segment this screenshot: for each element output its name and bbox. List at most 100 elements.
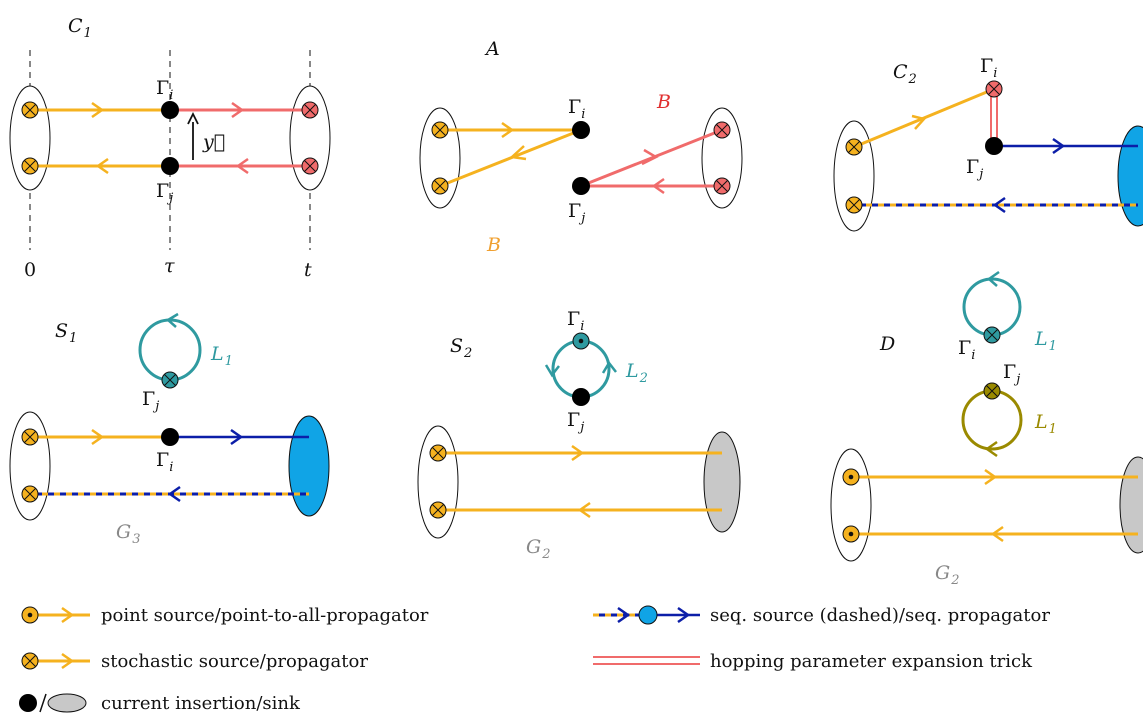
point-source-icon: [572, 332, 590, 350]
arrow-right-icon: [1052, 137, 1066, 155]
d-gamma-j: Γj: [1003, 361, 1020, 387]
s2-g-label: G2: [526, 536, 550, 562]
sink-ellipse: [289, 85, 331, 191]
a-b-orange-label: B: [486, 234, 501, 256]
s1-title: S1: [55, 320, 77, 346]
c1-y-label: y⃗: [202, 131, 225, 153]
loop: [138, 318, 202, 382]
arrow-up-icon: [601, 360, 617, 374]
stochastic-source-icon: [429, 501, 447, 519]
arrow-left-icon: [509, 145, 527, 161]
d-gamma-i: Γi: [958, 337, 975, 363]
s2-gamma-j: Γj: [567, 409, 584, 435]
arrow-left-icon: [651, 177, 665, 195]
d-loop1-label: L1: [1034, 328, 1057, 354]
arrow-right-icon: [501, 121, 515, 139]
diagram-d: D Γi L1 Γj L1 G2: [830, 270, 1143, 588]
s1-gamma-j: Γj: [142, 388, 159, 414]
sink-ellipse: [1119, 456, 1143, 554]
c2-gamma-i: Γi: [980, 55, 997, 81]
arrow-right-icon: [984, 468, 998, 486]
diagram-s1: S1 L1 Γj Γi G3: [9, 312, 330, 547]
legend: point source/point-to-all-propagator sto…: [19, 605, 1050, 714]
current-insertion-j: [985, 137, 1003, 155]
legend-hopping-symbol: [593, 656, 700, 665]
source-ellipse: [417, 425, 459, 539]
legend-current-label: current insertion/sink: [101, 693, 301, 714]
stochastic-source-icon: [431, 121, 449, 139]
stochastic-source-icon: [983, 382, 1001, 400]
c2-gamma-j: Γj: [966, 156, 983, 182]
arrow-left-icon: [95, 157, 109, 175]
diagram-s2: S2 Γi Γj L2 G2: [417, 308, 741, 562]
arrow-left-icon: [577, 501, 591, 519]
legend-current-symbol: [19, 693, 87, 713]
source-ellipse: [9, 411, 51, 521]
arrow-left-icon: [235, 157, 249, 175]
arrow-right-icon: [231, 101, 245, 119]
a-gamma-i: Γi: [568, 96, 585, 122]
stochastic-source-icon: [713, 121, 731, 139]
stochastic-source-icon: [21, 428, 39, 446]
source-ellipse: [9, 85, 51, 191]
arrow-right-icon: [911, 114, 927, 130]
source-ellipse: [830, 448, 872, 562]
s1-gamma-i: Γi: [156, 449, 173, 475]
arrow-left-icon: [984, 440, 998, 458]
current-insertion-j: [161, 157, 179, 175]
c1-tau-label: τ: [164, 255, 175, 277]
s2-title: S2: [450, 335, 472, 361]
s2-gamma-i: Γi: [567, 308, 584, 334]
stochastic-source-icon: [21, 485, 39, 503]
arrow-left-icon: [986, 270, 1000, 287]
d-g-label: G2: [935, 562, 959, 588]
stochastic-source-icon: [983, 326, 1001, 344]
c1-title: C1: [68, 15, 92, 41]
legend-point-source-symbol: [21, 606, 90, 624]
source-ellipse: [833, 120, 875, 232]
s2-loop-label: L2: [625, 360, 648, 386]
arrow-left-icon: [992, 196, 1006, 214]
arrow-up-icon: [187, 111, 199, 125]
sink-ellipse: [703, 431, 741, 533]
stochastic-source-icon: [845, 138, 863, 156]
diagram-c1: C1 y⃗ Γi: [9, 15, 331, 281]
diagram-c2: C2 Γi Γj: [833, 55, 1143, 232]
legend-hopping-label: hopping parameter expansion trick: [710, 651, 1033, 672]
legend-seq-label: seq. source (dashed)/seq. propagator: [710, 605, 1050, 626]
diagram-a: A Γi Γj B B: [419, 38, 743, 256]
stochastic-source-icon: [301, 157, 319, 175]
current-insertion-i: [572, 121, 590, 139]
d-title: D: [879, 333, 895, 355]
a-title: A: [484, 38, 500, 60]
sink-ellipse: [1117, 125, 1143, 227]
stochastic-source-icon: [429, 444, 447, 462]
current-insertion-i: [161, 428, 179, 446]
point-source-icon: [842, 525, 860, 543]
c1-t0-label: 0: [24, 259, 36, 281]
stochastic-source-icon: [431, 177, 449, 195]
legend-stochastic-label: stochastic source/propagator: [101, 651, 368, 672]
stochastic-source-icon: [845, 196, 863, 214]
c1-gamma-i: Γi: [156, 77, 173, 103]
legend-stochastic-symbol: [21, 652, 90, 670]
arrow-left-icon: [167, 485, 181, 503]
d-loop2-label: L1: [1034, 411, 1057, 437]
current-insertion-j: [572, 388, 590, 406]
point-source-icon: [842, 468, 860, 486]
s1-loop-label: L1: [210, 343, 233, 369]
stochastic-source-icon: [985, 80, 1003, 98]
sink-ellipse: [288, 415, 330, 517]
stochastic-source-icon: [21, 157, 39, 175]
arrow-left-icon: [990, 525, 1004, 543]
arrow-left-icon: [165, 312, 179, 328]
current-insertion-i: [161, 101, 179, 119]
stochastic-source-icon: [713, 177, 731, 195]
a-b-red-label: B: [656, 91, 671, 113]
c2-title: C2: [893, 61, 917, 87]
stochastic-source-icon: [161, 371, 179, 389]
s1-g-label: G3: [116, 521, 140, 547]
arrow-right-icon: [91, 428, 105, 446]
arrow-right-icon: [230, 428, 244, 446]
